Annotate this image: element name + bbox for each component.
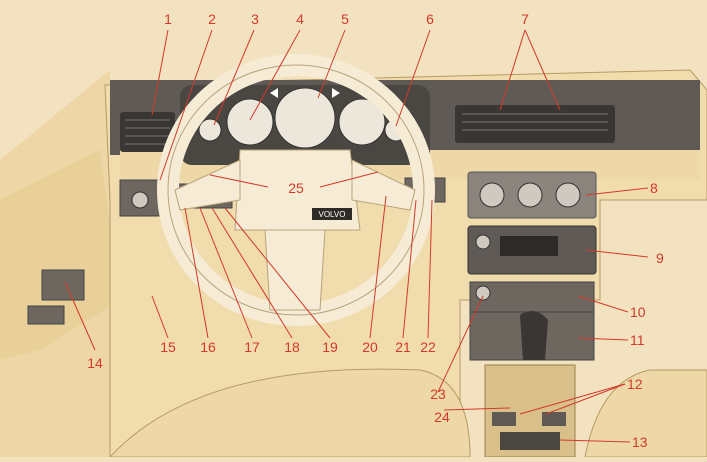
callout-8: 8: [650, 180, 658, 196]
callout-11: 11: [630, 332, 645, 348]
badge-text: VOLVO: [319, 210, 346, 219]
callout-25: 25: [288, 180, 304, 196]
light-switch: [131, 191, 149, 209]
callout-13: 13: [632, 434, 648, 450]
driver-seat: [108, 368, 471, 458]
callout-24: 24: [434, 409, 450, 425]
storage-tray: [469, 281, 595, 313]
climate-knob-2: [517, 182, 543, 208]
callout-1: 1: [164, 11, 172, 27]
callout-7: 7: [521, 11, 529, 27]
callout-10: 10: [630, 304, 646, 320]
callout-9: 9: [656, 250, 664, 266]
lighter: [475, 285, 491, 301]
climate-knob-1: [479, 182, 505, 208]
radio-display: [500, 236, 558, 256]
gear-lever: [520, 311, 548, 360]
window-switch-panel: [41, 269, 85, 301]
radio-knob: [475, 234, 491, 250]
callout-22: 22: [420, 339, 436, 355]
steering-badge: [312, 208, 352, 220]
callout-15: 15: [160, 339, 176, 355]
climate-knob-3: [555, 182, 581, 208]
callout-21: 21: [395, 339, 411, 355]
console-switch-right: [542, 412, 566, 426]
callout-2: 2: [208, 11, 216, 27]
left-vent-slats: [125, 119, 170, 145]
fuel-temp-gauge: [338, 98, 386, 146]
callout-20: 20: [362, 339, 378, 355]
door-handle: [27, 305, 65, 325]
callout-14: 14: [87, 355, 103, 371]
callout-19: 19: [322, 339, 338, 355]
ashtray: [500, 432, 560, 450]
callout-18: 18: [284, 339, 300, 355]
speedometer-gauge: [274, 87, 336, 149]
callout-numbers: 1 2 3 4 5 6 7 8 9 10 11 12 13 14 15 16 1…: [87, 11, 664, 450]
callout-12: 12: [627, 376, 643, 392]
right-vent-slats: [462, 113, 608, 131]
leader-lines: [64, 29, 649, 443]
callout-5: 5: [341, 11, 349, 27]
callout-6: 6: [426, 11, 434, 27]
callout-23: 23: [430, 386, 446, 402]
left-air-vent: [120, 112, 175, 152]
small-gauge-left: [198, 118, 222, 142]
tachometer-gauge: [226, 98, 274, 146]
right-air-vent: [455, 105, 615, 143]
callout-17: 17: [244, 339, 260, 355]
console-switch-left: [492, 412, 516, 426]
callout-16: 16: [200, 339, 216, 355]
callout-4: 4: [296, 11, 304, 27]
turn-signal-left-icon: [270, 88, 278, 98]
callout-3: 3: [251, 11, 259, 27]
turn-signal-right-icon: [332, 88, 340, 98]
